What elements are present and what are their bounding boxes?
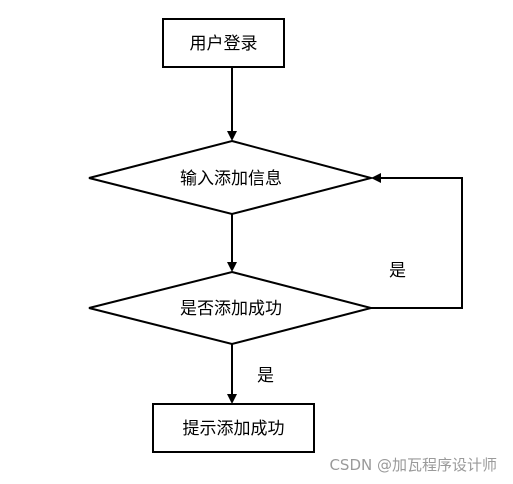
edge-login-to-input [227, 67, 237, 141]
arrowhead [371, 173, 381, 183]
edge-decision-to-success: 是 [227, 344, 274, 404]
login-box [162, 18, 285, 68]
arrowhead [227, 394, 237, 404]
loop-edge-label: 是 [389, 261, 406, 281]
edge-loop-back: 是 [371, 173, 463, 309]
arrowhead [227, 262, 237, 272]
decision-node: 是否添加成功 [88, 270, 375, 346]
arrowhead [227, 131, 237, 141]
edge-input-to-decision [227, 214, 237, 272]
success-label: 提示添加成功 [183, 419, 285, 439]
success-node: 提示添加成功 [152, 403, 315, 453]
decision-label: 是否添加成功 [180, 299, 282, 319]
watermark-text: CSDN @加瓦程序设计师 [329, 456, 497, 474]
login-node: 用户登录 [162, 18, 285, 68]
down-edge-label: 是 [257, 366, 274, 386]
edge-line [371, 177, 463, 309]
input-label: 输入添加信息 [180, 169, 282, 189]
input-node: 输入添加信息 [88, 139, 375, 216]
login-label: 用户登录 [190, 34, 258, 54]
success-box [152, 403, 315, 453]
